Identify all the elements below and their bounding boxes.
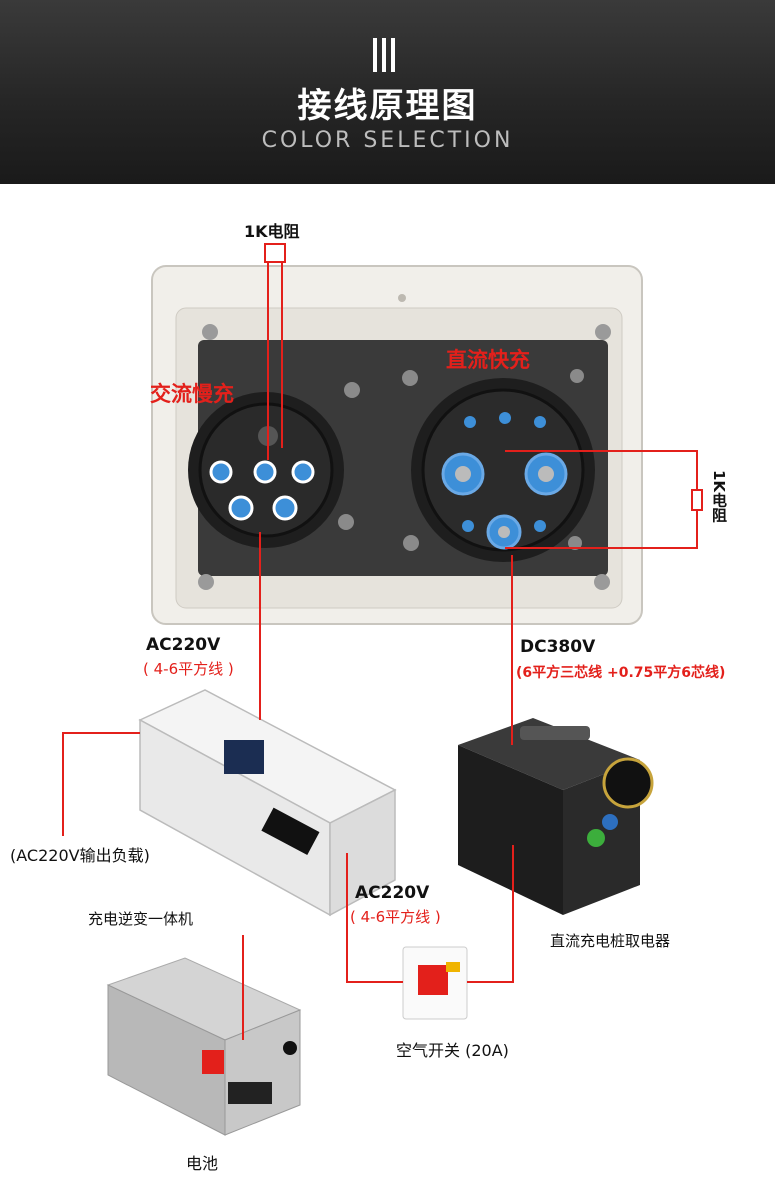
page-title: 接线原理图 — [297, 86, 478, 126]
ac-mid-wire-spec: ( 4-6平方线 ) — [350, 908, 441, 926]
ac-input-voltage: AC220V — [146, 635, 221, 655]
resistor-right-icon — [691, 489, 703, 511]
dc-charger-device — [458, 718, 654, 915]
inverter-label: 充电逆变一体机 — [88, 910, 194, 928]
ac-mid-voltage: AC220V — [355, 883, 430, 903]
resistor-top-icon — [264, 243, 286, 263]
ac-slow-charge-label: 交流慢充 — [150, 382, 234, 406]
dc-input-wire-spec: (6平方三芯线 +0.75平方6芯线) — [516, 665, 726, 681]
ac-socket — [188, 392, 344, 548]
breaker-label: 空气开关 (20A) — [396, 1041, 509, 1060]
dc-charger-label: 直流充电桩取电器 — [550, 932, 671, 950]
resistor-right-label: 1K电阻 — [710, 470, 728, 523]
dc-fast-charge-label: 直流快充 — [446, 348, 530, 372]
inverter-device — [138, 689, 397, 917]
ac-input-wire-spec: ( 4-6平方线 ) — [143, 660, 234, 678]
resistor-top-label: 1K电阻 — [244, 222, 300, 241]
circuit-breaker — [402, 946, 468, 1020]
wiring-lines — [62, 244, 698, 1040]
battery-device — [106, 957, 302, 1136]
battery-label: 电池 — [186, 1154, 219, 1173]
dc-socket — [411, 378, 595, 562]
wire-ac-output-load — [62, 732, 140, 836]
header-banner: 接线原理图 COLOR SELECTION — [0, 0, 775, 184]
wire-top-resistor — [267, 244, 283, 460]
page-subtitle: COLOR SELECTION — [261, 128, 514, 153]
wire-inverter-breaker — [346, 853, 403, 983]
decorative-bars-icon — [373, 38, 403, 72]
wire-breaker-dc-charger — [467, 845, 514, 983]
dc-input-voltage: DC380V — [520, 637, 596, 657]
ac-output-load-label: (AC220V输出负载) — [10, 846, 150, 865]
